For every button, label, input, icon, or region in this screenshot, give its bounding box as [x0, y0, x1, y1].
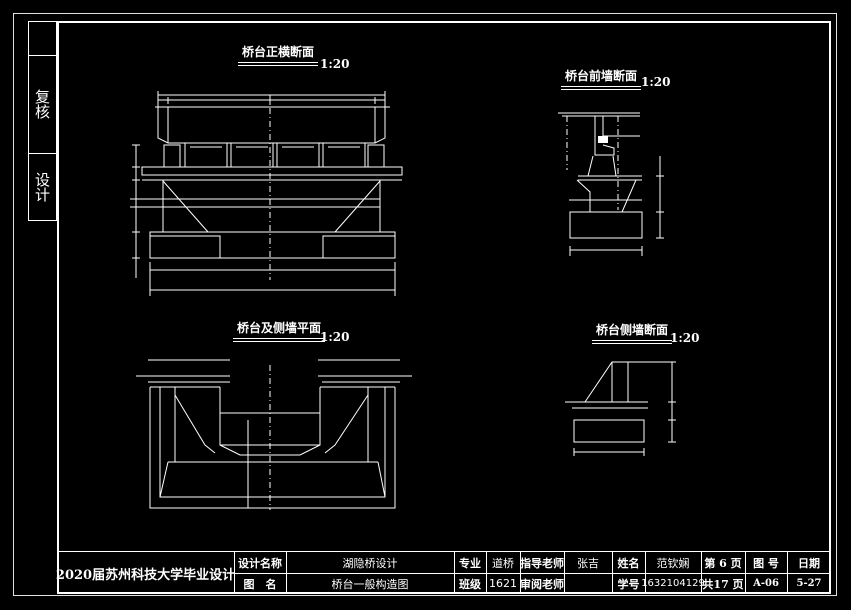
- design-name-value: 湖隐桥设计: [342, 556, 398, 570]
- drawing-outer-border: [13, 13, 837, 596]
- design-label: 设计: [33, 171, 51, 202]
- major-value: 道桥: [492, 556, 514, 570]
- date-value: 5-27: [796, 578, 822, 589]
- front-section-title: 桥台正横断面: [238, 43, 319, 66]
- side-wall-section-scale: 1:20: [670, 331, 700, 345]
- reviewer-value: [564, 573, 612, 594]
- title-block: 2020届苏州科技大学毕业设计 设计名称 湖隐桥设计 图 名 桥台一般构造图 专…: [55, 551, 831, 595]
- drawing-inner-border: [57, 21, 831, 594]
- plan-view-drawing: [136, 359, 412, 510]
- front-wall-section-scale: 1:20: [641, 75, 671, 89]
- front-section-drawing: [130, 91, 403, 296]
- class-value: 1621: [489, 577, 517, 590]
- side-wall-section-title-text: 桥台侧墙断面: [596, 323, 669, 337]
- student-name-value: 范钦娴: [656, 556, 690, 570]
- reviewer-label: 审阅老师: [520, 577, 564, 591]
- advisor-value: 张吉: [577, 556, 599, 570]
- advisor-label: 指导老师: [520, 556, 564, 570]
- front-wall-section-drawing: [558, 112, 664, 256]
- drawing-name-value: 桥台一般构造图: [331, 577, 409, 591]
- date-label: 日期: [798, 556, 820, 570]
- front-wall-section-title-text: 桥台前墙断面: [565, 69, 638, 83]
- side-wall-section-title: 桥台侧墙断面: [592, 321, 673, 344]
- student-id-value: 1632104129: [641, 578, 705, 589]
- drawing-no-value: A-06: [753, 578, 779, 589]
- drawing-name-label: 图 名: [243, 577, 277, 591]
- side-signature-panel: 复核 设计: [28, 21, 57, 221]
- total-pages: 共17 页: [702, 577, 744, 591]
- side-cell-blank: [29, 22, 56, 56]
- drawing-no-label: 图 号: [753, 556, 779, 570]
- side-wall-section-drawing: [565, 361, 676, 456]
- design-name-label: 设计名称: [238, 556, 282, 570]
- student-name-label: 姓名: [617, 556, 640, 570]
- plan-view-scale: 1:20: [320, 330, 350, 344]
- class-label: 班级: [459, 577, 481, 591]
- front-wall-section-title: 桥台前墙断面: [561, 67, 642, 90]
- plan-view-title: 桥台及侧墙平面: [233, 319, 326, 342]
- page-number: 第 6 页: [704, 556, 742, 570]
- student-id-label: 学号: [617, 577, 640, 591]
- school-name: 2020届苏州科技大学毕业设计: [55, 567, 236, 583]
- review-label: 复核: [29, 55, 56, 154]
- front-section-scale: 1:20: [320, 57, 350, 71]
- plan-view-title-text: 桥台及侧墙平面: [237, 321, 322, 335]
- major-label: 专业: [459, 556, 481, 570]
- front-section-title-text: 桥台正横断面: [242, 45, 315, 59]
